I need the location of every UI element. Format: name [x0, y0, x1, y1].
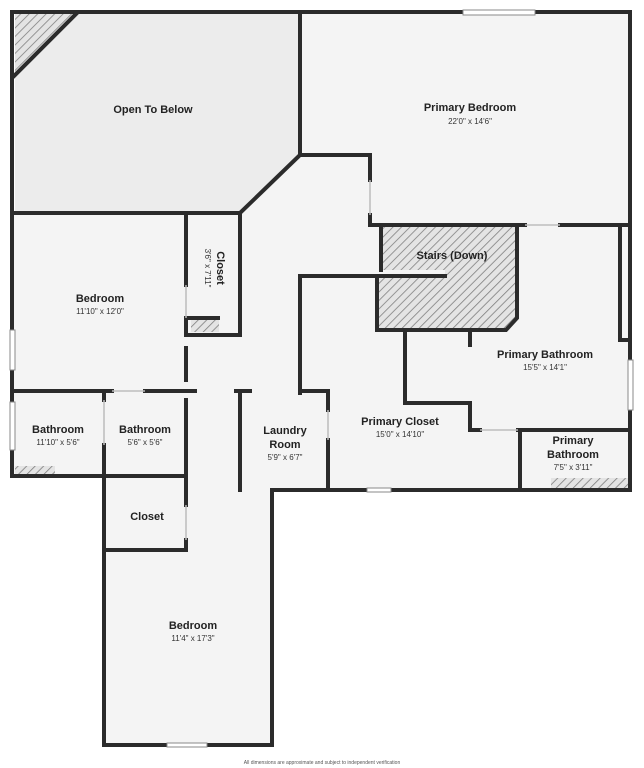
hall-closet-walls [102, 474, 188, 552]
windows [9, 9, 634, 748]
primary-bathroom-label: Primary Bathroom [497, 349, 593, 361]
primary-bedroom-wall-b [368, 213, 527, 227]
window-primary-closet-bottom [366, 487, 392, 493]
disclaimer-text: All dimensions are approximate and subje… [244, 760, 401, 766]
window-bedroom1-left [9, 329, 16, 371]
primary-bathroom-dims: 15'5" x 14'1" [523, 363, 567, 372]
small-closet-label-group: Closet 3'6" x 7'11" [203, 249, 226, 288]
primary-closet-left [298, 274, 447, 395]
stairs-enclosure [375, 223, 519, 332]
primary-closet-label: Primary Closet [361, 416, 439, 428]
laundry-dims: 5'9" x 6'7" [268, 453, 303, 462]
laundry-label-1: Laundry [263, 425, 307, 437]
exterior-wall-top-right [10, 10, 632, 747]
primary-bath-small-label-2: Bathroom [547, 449, 599, 461]
small-closet-label: Closet [214, 251, 226, 285]
bathroom-corner-hatch [15, 466, 55, 474]
hall-closet-label: Closet [130, 511, 164, 523]
open-to-below-area [15, 14, 300, 213]
stairs-label: Stairs (Down) [417, 250, 488, 262]
room-labels: Open To Below Primary Bedroom 22'0" x 14… [32, 102, 599, 766]
door-markers [103, 180, 560, 540]
corner-diagonal [11, 11, 79, 79]
closet-shelf-hatch [191, 318, 219, 332]
bathroom2-label: Bathroom [119, 424, 171, 436]
bedroom1-label: Bedroom [76, 293, 125, 305]
bathroom1-label: Bathroom [32, 424, 84, 436]
primary-bath-small-dims: 7'5" x 3'11" [554, 463, 593, 472]
primary-bathroom-left [403, 328, 482, 432]
floor-fills [14, 14, 630, 745]
walls [10, 10, 632, 747]
small-closet-right [184, 211, 242, 337]
primary-bedroom-label: Primary Bedroom [424, 102, 517, 114]
primary-bathroom-right-top [618, 223, 632, 342]
bedroom2-label: Bedroom [169, 620, 218, 632]
bathroom2-dims: 5'6" x 5'6" [128, 438, 163, 447]
window-primary-bathroom-right [627, 359, 634, 411]
primary-bedroom-dims: 22'0" x 14'6" [448, 117, 492, 126]
laundry-label-2: Room [269, 439, 300, 451]
window-bathroom1-left [9, 401, 16, 451]
open-to-below-wall [10, 10, 302, 215]
bedroom2-dims: 11'4" x 17'3" [171, 634, 214, 643]
primary-closet-dims: 15'0" x 14'10" [376, 430, 424, 439]
window-bedroom2-bottom [166, 742, 208, 748]
bathroom1-dims: 11'10" x 5'6" [36, 438, 79, 447]
bathroom-tub-hatch [551, 478, 628, 490]
primary-bedroom-wall-a [298, 153, 372, 182]
upper-floor-area [14, 14, 630, 745]
primary-bath-small-label-1: Primary [553, 435, 595, 447]
bedroom1-dims: 11'10" x 12'0" [76, 307, 124, 316]
open-to-below-label: Open To Below [113, 104, 193, 116]
window-primary-bedroom-top [462, 9, 536, 16]
small-closet-dims: 3'6" x 7'11" [203, 249, 212, 288]
